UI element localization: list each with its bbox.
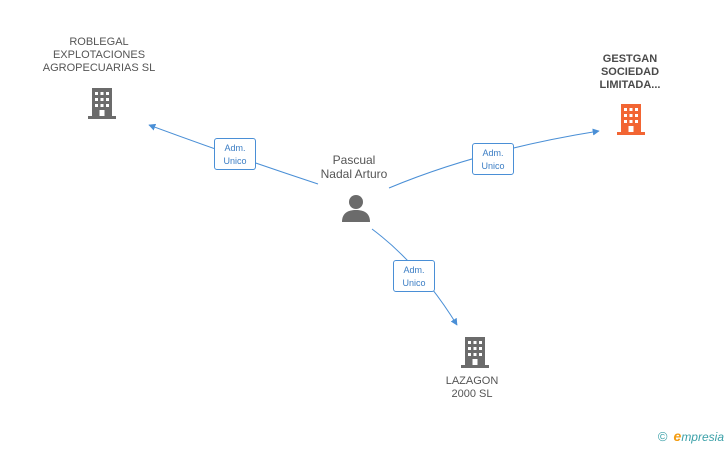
building-icon-gestgan[interactable] [615,102,647,136]
gestgan-line-1: GESTGAN [602,53,658,65]
node-label-person[interactable]: Pascual Nadal Arturo [304,153,404,181]
roblegal-line-2: EXPLOTACIONES [52,49,146,61]
edge-badge-roblegal[interactable]: Adm. Unico [214,138,256,170]
edge-badge-lazagon[interactable]: Adm. Unico [393,260,435,292]
building-icon-roblegal[interactable] [86,86,118,120]
person-icon[interactable] [341,193,371,223]
edge-badge-gestgan[interactable]: Adm. Unico [472,143,514,175]
brand-name: mpresia [681,430,724,444]
edge-badge-gestgan-line2: Unico [481,161,505,171]
building-icon-lazagon[interactable] [459,335,491,369]
edge-badge-roblegal-line1: Adm. [224,143,246,153]
brand-logo: empresia [674,428,724,444]
person-line-2: Nadal Arturo [320,167,388,181]
gestgan-line-3: LIMITADA... [599,79,661,91]
node-label-gestgan[interactable]: GESTGAN SOCIEDAD LIMITADA... [585,53,675,92]
node-label-lazagon[interactable]: LAZAGON 2000 SL [432,375,512,401]
gestgan-line-2: SOCIEDAD [600,66,660,78]
lazagon-line-2: 2000 SL [451,388,493,400]
footer-brand: © empresia [658,428,724,444]
roblegal-line-1: ROBLEGAL [69,36,129,48]
lazagon-line-1: LAZAGON [445,375,499,387]
edge-badge-lazagon-line2: Unico [402,278,426,288]
copyright-icon: © [657,428,668,444]
edge-badge-lazagon-line1: Adm. [403,265,425,275]
node-label-roblegal[interactable]: ROBLEGAL EXPLOTACIONES AGROPECUARIAS SL [38,36,160,75]
roblegal-line-3: AGROPECUARIAS SL [42,62,156,74]
person-line-1: Pascual [332,153,376,167]
edge-badge-roblegal-line2: Unico [223,156,247,166]
brand-initial: e [673,428,682,444]
edge-badge-gestgan-line1: Adm. [482,148,504,158]
